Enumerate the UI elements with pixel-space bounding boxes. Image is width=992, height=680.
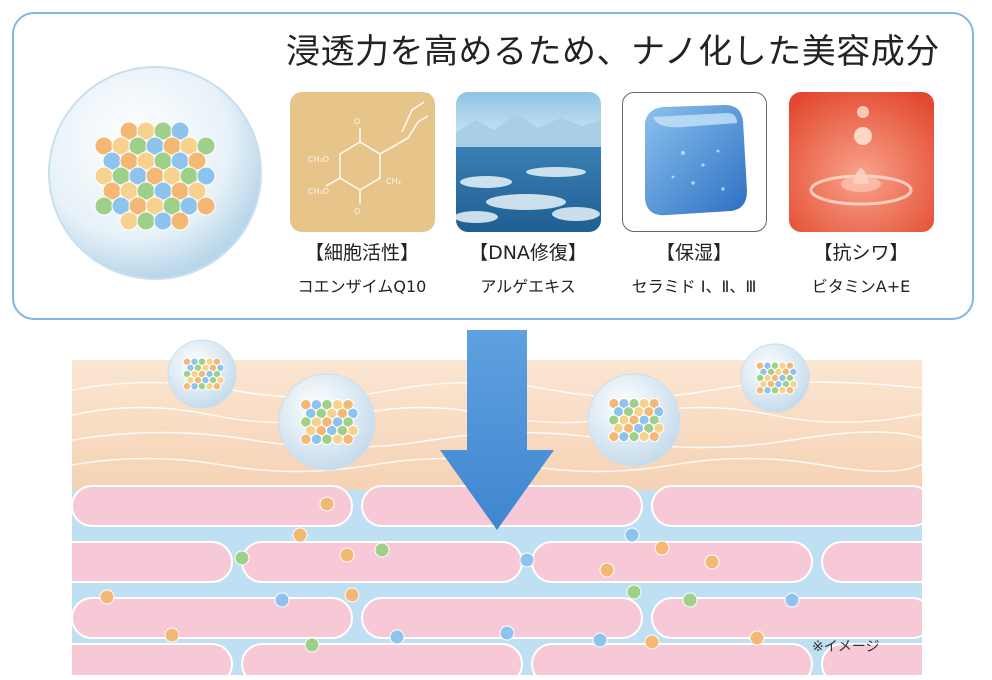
skin-cell — [72, 597, 353, 639]
nano-particle — [653, 406, 665, 418]
skin-cell — [531, 541, 813, 583]
nano-particle — [389, 629, 405, 645]
headline: 浸透力を高めるため、ナノ化した美容成分 — [286, 32, 940, 72]
ingredient-name: ビタミンA+E — [811, 277, 911, 296]
ingredient-name: セラミド Ⅰ、Ⅱ、Ⅲ — [631, 277, 757, 296]
nano-particle — [749, 630, 765, 646]
category-label: 【細胞活性】 — [304, 242, 419, 264]
nano-particle — [170, 211, 190, 231]
nano-particle — [300, 433, 312, 446]
nano-particle — [187, 181, 207, 201]
nano-particle — [164, 627, 180, 643]
nano-particle — [628, 431, 640, 443]
category-label: 【DNA修復】 — [469, 242, 587, 264]
ingredient-name: アルゲエキス — [480, 277, 576, 296]
ceramide-tile — [622, 92, 767, 232]
skin-cross-section-illustration — [72, 330, 922, 675]
skin-cell — [531, 643, 813, 675]
nano-particle — [136, 211, 156, 231]
ice-cube-icon — [645, 105, 747, 216]
nano-particle — [319, 496, 335, 512]
nano-particle — [785, 386, 795, 395]
nano-particle — [94, 196, 114, 216]
molecule-structure-icon: O O CH₃O CH₃O CH₃ — [290, 92, 435, 232]
nano-sphere-illustration — [48, 66, 262, 280]
nano-particle — [648, 397, 660, 410]
nano-particle — [197, 382, 207, 391]
category-label: 【保湿】 — [655, 242, 732, 264]
svg-text:CH₃O: CH₃O — [308, 187, 329, 196]
nano-particle — [347, 407, 359, 420]
nano-particle — [99, 589, 115, 605]
nano-particle — [618, 431, 630, 443]
vitamin-ae-tile — [789, 92, 934, 232]
nano-particle — [653, 422, 665, 434]
nano-particle — [638, 431, 650, 443]
nano-particle — [374, 542, 390, 558]
nano-particle — [344, 587, 360, 603]
downward-arrow-icon — [440, 330, 554, 530]
skin-cell — [72, 541, 233, 583]
nano-particle — [347, 424, 359, 437]
nano-particle — [499, 625, 515, 641]
nano-particle — [704, 554, 720, 570]
nano-particle — [182, 382, 192, 391]
nano-particle — [196, 196, 216, 216]
nano-particle — [342, 416, 354, 428]
skin-cell — [651, 485, 922, 527]
nano-particle — [153, 211, 173, 231]
nano-particle — [654, 540, 670, 556]
nano-particle — [292, 527, 308, 543]
nano-particle — [187, 151, 207, 171]
nano-particle — [119, 211, 139, 231]
nano-particle — [644, 634, 660, 650]
nano-particle — [304, 637, 320, 653]
nano-particle — [755, 386, 765, 395]
category-label: 【抗シワ】 — [813, 242, 909, 264]
nano-particle — [321, 433, 333, 446]
svg-text:CH₃O: CH₃O — [308, 155, 329, 164]
coenzyme-q10-tile: O O CH₃O CH₃O CH₃ — [290, 92, 435, 232]
nano-particle — [648, 431, 660, 443]
nano-particle — [770, 386, 780, 395]
nano-particle — [784, 592, 800, 608]
nano-particle — [626, 584, 642, 600]
nano-particle — [331, 433, 344, 446]
nano-particle — [274, 592, 290, 608]
nano-particle — [682, 592, 698, 608]
nano-particle — [342, 398, 354, 411]
algae-extract-tile — [456, 92, 601, 232]
image-note: ※イメージ — [812, 639, 880, 655]
nano-particle — [196, 166, 216, 186]
nano-particle — [608, 431, 620, 443]
nano-particle — [592, 632, 608, 648]
nano-particle — [205, 382, 214, 391]
nano-particle — [763, 386, 772, 395]
nano-particle — [190, 382, 199, 391]
svg-text:CH₃: CH₃ — [386, 177, 401, 186]
nano-particle — [310, 433, 323, 446]
nano-particle — [624, 527, 640, 543]
nano-particle — [648, 414, 660, 426]
skin-cell — [821, 541, 922, 583]
water-droplet-icon — [789, 92, 934, 232]
skin-cell — [72, 485, 353, 527]
ocean-water-icon — [456, 92, 601, 232]
svg-text:O: O — [354, 207, 360, 216]
ingredient-name: コエンザイムQ10 — [297, 277, 427, 296]
skin-cell — [821, 643, 922, 675]
nano-particle — [339, 547, 355, 563]
nano-particle — [212, 382, 222, 391]
skin-cell — [72, 643, 233, 675]
nano-particle — [778, 386, 787, 395]
nano-particle — [170, 121, 190, 141]
nano-particle — [599, 562, 615, 578]
nano-particle — [519, 552, 535, 568]
nano-particle — [342, 433, 354, 446]
nano-particle — [234, 550, 250, 566]
nano-particle — [196, 136, 216, 156]
skin-cell — [241, 643, 523, 675]
svg-text:O: O — [354, 117, 360, 126]
